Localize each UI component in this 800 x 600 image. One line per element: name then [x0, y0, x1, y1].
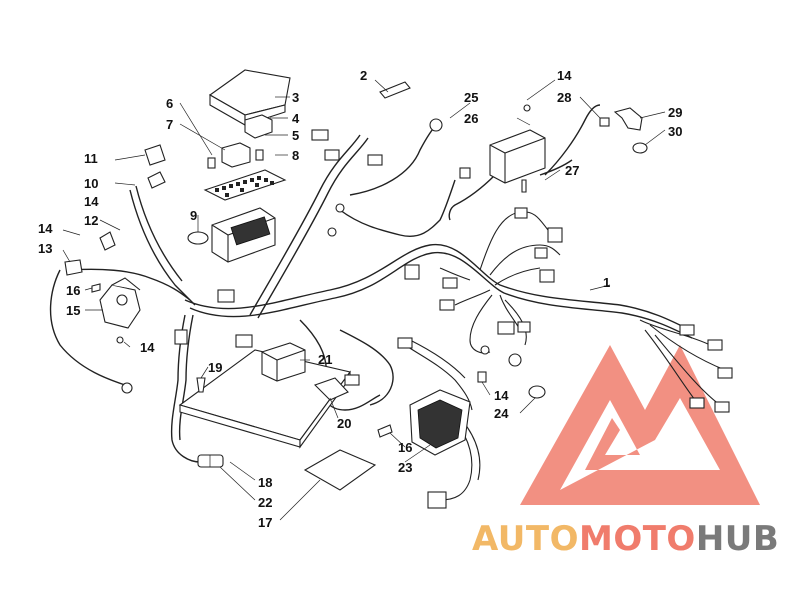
callout-5: 5: [292, 128, 299, 143]
cap-30: [632, 142, 648, 154]
leader-lines: [62, 79, 666, 521]
ring-terminal: [121, 382, 133, 394]
pad-17: [303, 449, 377, 491]
callout-23: 23: [398, 460, 412, 475]
watermark-triangle-icon: [520, 345, 760, 505]
fuse-block-8: [203, 169, 287, 201]
clip-14: [477, 371, 487, 383]
callout-19: 19: [208, 360, 222, 375]
callout-17: 17: [258, 515, 272, 530]
clamp-24: [528, 385, 546, 399]
grommet-28: [599, 117, 610, 127]
callout-28: 28: [557, 90, 571, 105]
callout-labels: 1 2 3 4 5 6 7 8 9 10 11 12 13 14 14 14 1…: [38, 68, 682, 530]
cable-end-10: [147, 171, 166, 189]
callout-18: 18: [258, 475, 272, 490]
callout-14-b: 14: [84, 194, 99, 209]
bolt-19: [196, 377, 206, 393]
harness-connectors: [174, 129, 733, 413]
callout-12: 12: [84, 213, 98, 228]
nut-14: [116, 336, 124, 344]
cdi-module-26: [489, 129, 546, 184]
callout-11: 11: [84, 151, 98, 166]
bolt-16b: [377, 424, 393, 438]
relay-4: [244, 114, 273, 139]
callout-1: 1: [603, 275, 610, 290]
callout-30: 30: [668, 124, 682, 139]
callout-14-c: 14: [140, 340, 155, 355]
callout-16-b: 16: [398, 440, 412, 455]
callout-4: 4: [292, 111, 300, 126]
callout-2: 2: [360, 68, 367, 83]
regulator-23: [409, 389, 471, 456]
starter-solenoid-15: [99, 277, 141, 329]
watermark-moto: MOTO: [579, 519, 696, 559]
callout-6: 6: [166, 96, 173, 111]
ring-terminal-25: [429, 118, 443, 132]
callout-24: 24: [494, 406, 509, 421]
svg-text:AUTOMOTOHUB: AUTOMOTOHUB: [472, 519, 779, 559]
bolt-27: [521, 179, 527, 193]
relay-block-21: [261, 342, 306, 382]
callout-29: 29: [668, 105, 682, 120]
callout-7: 7: [166, 117, 173, 132]
watermark-logo: [520, 345, 760, 505]
callout-14-e: 14: [494, 388, 509, 403]
connector-23: [427, 491, 447, 509]
sensor-22: [197, 454, 224, 468]
elbow-29: [613, 107, 643, 131]
watermark-text: AUTOMOTOHUB: [472, 519, 779, 559]
bracket-20: [313, 377, 349, 401]
connector-2: [379, 81, 411, 99]
callout-13: 13: [38, 241, 52, 256]
watermark-auto: AUTO: [472, 519, 579, 559]
fuse-5b: [255, 149, 264, 161]
watermark-hub: HUB: [696, 519, 779, 559]
main-harness: [49, 104, 726, 501]
fuse-block-slots: [215, 176, 274, 197]
fuse-box-cover: [208, 69, 291, 126]
boot-11: [144, 144, 166, 166]
callout-8: 8: [292, 148, 299, 163]
callout-15: 15: [66, 303, 80, 318]
fuse-holder: [211, 207, 276, 263]
relay-5: [221, 142, 251, 168]
terminal-13: [64, 259, 83, 276]
clamp-9: [187, 231, 209, 245]
callout-16-a: 16: [66, 283, 80, 298]
callout-10: 10: [84, 176, 98, 191]
nut-14-top: [523, 104, 531, 112]
fuse-6: [207, 157, 216, 169]
callout-27: 27: [565, 163, 579, 178]
callout-14-a: 14: [38, 221, 53, 236]
boot-12: [99, 231, 116, 251]
callout-26: 26: [464, 111, 478, 126]
callout-3: 3: [292, 90, 299, 105]
callout-20: 20: [337, 416, 351, 431]
callout-22: 22: [258, 495, 272, 510]
callout-9: 9: [190, 208, 197, 223]
callout-14-d: 14: [557, 68, 572, 83]
parts: [64, 69, 733, 509]
callout-21: 21: [318, 352, 332, 367]
callout-25: 25: [464, 90, 478, 105]
bolt-16: [91, 283, 101, 293]
